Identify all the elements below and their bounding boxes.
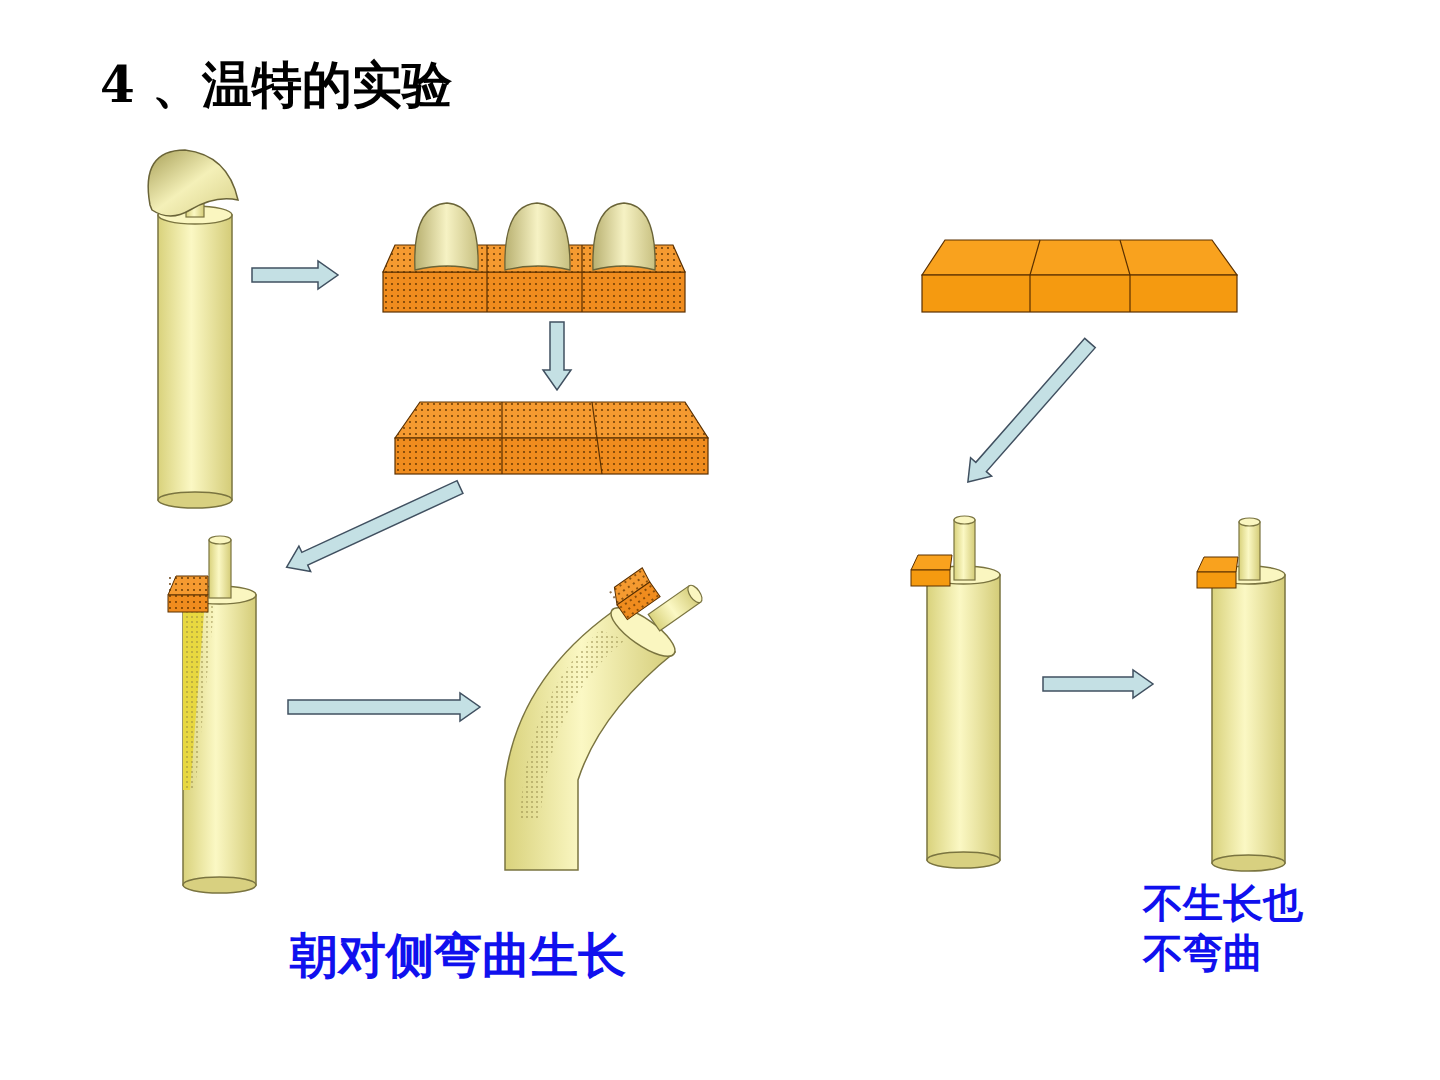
process-arrow [252, 261, 338, 289]
diagram-title: 4 、温特的实验 [100, 55, 452, 115]
process-arrow [288, 693, 480, 721]
result-label: 朝对侧弯曲生长 [290, 925, 850, 985]
control-coleoptile-result [1197, 518, 1285, 871]
process-arrow [957, 334, 1100, 491]
process-arrow [281, 474, 466, 580]
decapitated-coleoptile-with-block [168, 536, 256, 893]
coleoptile-with-tip [148, 150, 238, 508]
bent-coleoptile [505, 568, 705, 870]
process-arrow [1043, 670, 1153, 698]
agar-block-with-tips [383, 203, 685, 312]
process-arrow [543, 322, 571, 390]
treated-agar-block [395, 402, 708, 474]
result-label: 不生长也不弯曲 [1143, 878, 1313, 978]
process-arrows [252, 261, 1153, 721]
control-coleoptile [911, 516, 1000, 868]
plain-agar-block [922, 240, 1237, 312]
